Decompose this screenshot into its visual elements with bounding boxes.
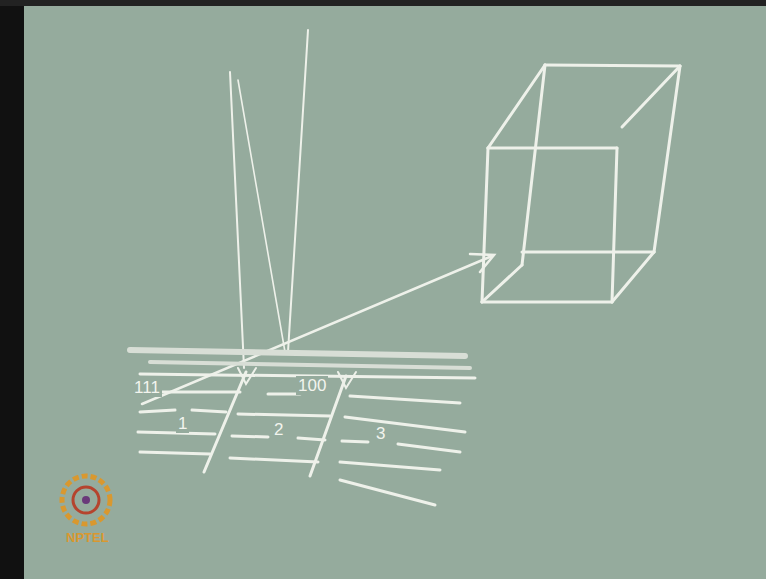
board-edge [0,0,766,6]
grain-number: 3 [374,424,387,443]
grain-number: 1 [176,414,189,433]
chalk-lines [130,30,680,505]
grain-number: 2 [272,420,285,439]
plane-label: 100 [296,376,328,395]
plane-label: 111 [132,378,162,397]
logo [62,476,110,524]
logo-text: NPTEL [64,530,111,545]
board-edge [0,0,24,579]
